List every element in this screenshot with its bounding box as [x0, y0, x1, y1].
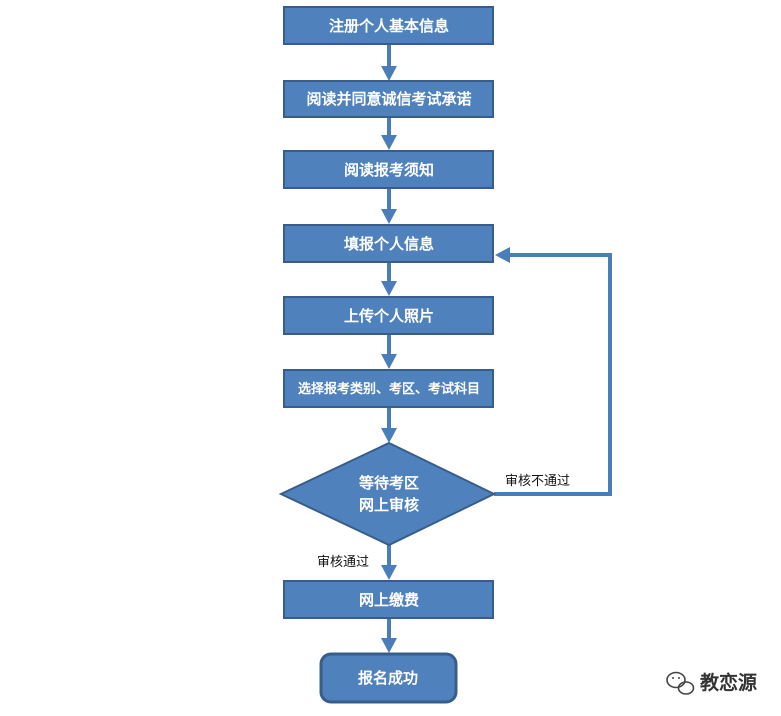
- step-register: 注册个人基本信息: [283, 6, 494, 45]
- step-register-label: 注册个人基本信息: [329, 17, 449, 35]
- step-review-diamond: [278, 441, 497, 547]
- step-pay-label: 网上缴费: [359, 591, 419, 609]
- step-pledge-label: 阅读并同意诚信考试承诺: [306, 90, 471, 108]
- step-select: 选择报考类别、考区、考试科目: [283, 369, 494, 408]
- arrowhead: [381, 354, 397, 369]
- pass-label: 审核通过: [317, 555, 369, 570]
- step-notice-box: [283, 150, 494, 189]
- step-notice: 阅读报考须知: [283, 150, 494, 189]
- step-success: 报名成功: [319, 652, 458, 704]
- step-review: 等待考区 网上审核: [278, 441, 497, 547]
- step-pledge-box: [283, 80, 494, 118]
- fail-loop-arrowhead: [495, 247, 510, 263]
- wechat-icon: [666, 671, 695, 695]
- step-select-label: 选择报考类别、考区、考试科目: [298, 381, 480, 397]
- step-register-box: [283, 6, 494, 45]
- step-upload-photo: 上传个人照片: [283, 296, 494, 335]
- arrowhead: [381, 135, 397, 150]
- arrowhead: [381, 428, 397, 443]
- fail-label: 审核不通过: [505, 474, 570, 489]
- step-fill-info: 填报个人信息: [283, 224, 494, 263]
- step-pay-box: [283, 580, 494, 619]
- fail-loop-line: [494, 253, 612, 496]
- step-success-box: [319, 652, 458, 704]
- step-pay: 网上缴费: [283, 580, 494, 619]
- step-review-label-line2: 网上审核: [359, 496, 419, 514]
- step-fill-info-box: [283, 224, 494, 263]
- arrowhead: [381, 66, 397, 81]
- step-upload-photo-label: 上传个人照片: [344, 307, 434, 325]
- step-fill-info-label: 填报个人信息: [344, 235, 434, 253]
- step-select-box: [283, 369, 494, 408]
- step-notice-label: 阅读报考须知: [344, 161, 434, 179]
- step-pledge: 阅读并同意诚信考试承诺: [283, 80, 494, 118]
- connectors: [381, 44, 397, 653]
- arrowhead: [381, 565, 397, 580]
- arrowhead: [381, 209, 397, 224]
- fail-loop: [494, 247, 612, 496]
- watermark: 教恋源: [666, 671, 757, 695]
- step-upload-photo-box: [283, 296, 494, 335]
- step-success-label: 报名成功: [358, 669, 418, 687]
- arrowhead: [381, 281, 397, 296]
- step-review-label-line1: 等待考区: [359, 474, 419, 492]
- watermark-text: 教恋源: [700, 671, 757, 694]
- arrowhead: [381, 638, 397, 653]
